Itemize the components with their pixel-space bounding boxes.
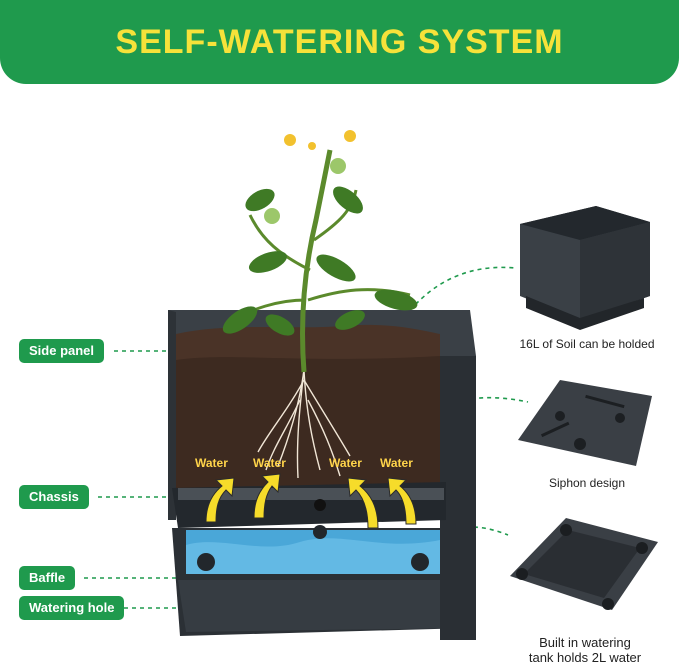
caption-siphon: Siphon design — [548, 476, 626, 490]
water-label: Water — [253, 456, 286, 470]
caption-soil: 16L of Soil can be holded — [519, 337, 655, 351]
water-label: Water — [380, 456, 413, 470]
label-chassis: Chassis — [19, 485, 89, 509]
water-label: Water — [329, 456, 362, 470]
label-side-panel: Side panel — [19, 339, 105, 363]
label-baffle: Baffle — [19, 566, 76, 590]
caption-tank-line1: Built in watering — [539, 635, 631, 650]
label-watering-hole: Watering hole — [19, 596, 125, 620]
tomato-plant — [222, 130, 418, 373]
planter-pot — [168, 310, 476, 640]
soil-box-picture — [520, 206, 650, 330]
header-banner: SELF-WATERING SYSTEM — [0, 0, 679, 84]
water-label: Water — [195, 456, 228, 470]
siphon-plate-picture — [518, 380, 652, 466]
caption-tank-line2: tank holds 2L water — [528, 650, 642, 665]
water-flow-arrows — [205, 473, 417, 529]
tank-tray-picture — [510, 518, 658, 610]
page-title: SELF-WATERING SYSTEM — [115, 22, 564, 61]
roots — [257, 369, 351, 479]
